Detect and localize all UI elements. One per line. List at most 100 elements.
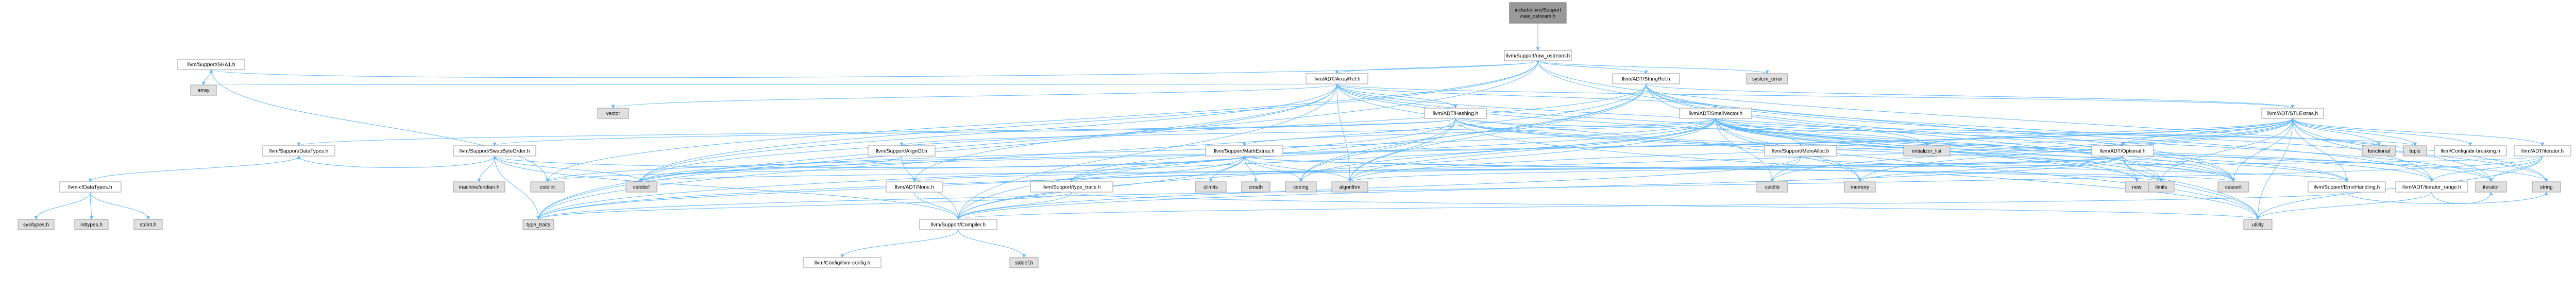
edge-arrayref-to-algorithm (1336, 83, 1352, 182)
node-label: llvm/Support/Compiler.h (931, 222, 986, 228)
node-box (1746, 73, 1788, 84)
edge-mathextras-to-algorithm (1244, 156, 1352, 182)
node-box (1195, 181, 1227, 193)
graph-node-errorhandling[interactable]: llvm/Support/ErrorHandling.h (2308, 181, 2386, 193)
node-box (1756, 181, 1788, 193)
node-label: sys/types.h (23, 222, 49, 228)
edge-datatypes-to-cdatatypes (88, 156, 299, 182)
node-label: string (2540, 185, 2552, 191)
graph-node-alignof[interactable]: llvm/Support/AlignOf.h (868, 145, 936, 157)
node-box (1205, 145, 1283, 157)
node-box (453, 181, 505, 193)
edge-stlextras-to-tuple (2292, 118, 2417, 146)
node-label: cstring (1293, 185, 1308, 191)
edge-none-to-compiler (914, 192, 960, 220)
graph-node-arrayref[interactable]: llvm/ADT/ArrayRef.h (1306, 73, 1368, 84)
edge-arrayref-to-stlextras (1336, 83, 2294, 109)
edge-stringref-to-utility (1646, 83, 2260, 220)
edge-stringref-to-cstddef (639, 83, 1647, 182)
graph-node-stlextras[interactable]: llvm/ADT/STLExtras.h (2261, 108, 2324, 119)
node-box (530, 181, 565, 193)
node-box (1764, 145, 1837, 157)
node-label: cstddef (633, 185, 650, 191)
node-box (2362, 145, 2396, 157)
node-box (2308, 181, 2386, 193)
edge-swapbyteorder-to-datatypes (297, 156, 495, 168)
node-label: llvm/Support/DataTypes.h (269, 149, 329, 154)
node-label: llvm/Config/llvm-config.h (815, 261, 870, 266)
node-label: llvm/ADT/ArrayRef.h (1313, 77, 1360, 82)
graph-node-hashing[interactable]: llvm/ADT/Hashing.h (1424, 108, 1487, 119)
edge-hashing-to-utility (1455, 118, 2260, 220)
graph-node-smallvector[interactable]: llvm/ADT/SmallVector.h (1679, 108, 1752, 119)
graph-node-memalloc[interactable]: llvm/Support/MemAlloc.h (1764, 145, 1837, 157)
graph-node-cstring: cstring (1285, 181, 1317, 193)
graph-node-root[interactable]: include/llvm/Support/raw_ostream.h (1509, 2, 1567, 24)
edge-stringref-to-stlextras (1646, 83, 2295, 109)
edge-stlextras-to-functional (2292, 118, 2381, 146)
graph-node-none[interactable]: llvm/ADT/None.h (886, 181, 943, 193)
graph-node-optional[interactable]: llvm/ADT/Optional.h (2091, 145, 2154, 157)
node-label: cassert (2225, 185, 2242, 191)
edge-adtiterator-to-iteratorrange (2430, 156, 2543, 182)
graph-node-stdint: stdint.h (133, 219, 163, 230)
node-box (133, 219, 163, 230)
node-label: /raw_ostream.h (1520, 14, 1556, 20)
node-label: machine/endian.h (459, 185, 500, 191)
edge-raw_ostream-to-cassert (1537, 60, 2235, 182)
graph-node-compiler[interactable]: llvm/Support/Compiler.h (919, 219, 997, 230)
graph-node-typetraits[interactable]: llvm/Support/type_traits.h (1030, 181, 1113, 193)
graph-node-cassert: cassert (2217, 181, 2249, 193)
node-label: llvm/Config/abi-breaking.h (2441, 149, 2500, 154)
graph-node-stringref[interactable]: llvm/ADT/StringRef.h (1612, 73, 1680, 84)
node-box (1844, 181, 1876, 193)
graph-node-cdatatypes[interactable]: llvm-c/DataTypes.h (59, 181, 122, 193)
node-label: cstdint (540, 185, 555, 191)
graph-node-configabi[interactable]: llvm/Config/abi-breaking.h (2434, 145, 2507, 157)
graph-node-adtiterator[interactable]: llvm/ADT/iterator.h (2514, 145, 2571, 157)
edge-cdatatypes-to-inttypes (89, 192, 93, 220)
node-box (625, 181, 657, 193)
edge-errorhandling-to-compiler (957, 192, 2347, 220)
edge-stlextras-to-adtiterator (2292, 118, 2545, 146)
graph-node-iteratorrange[interactable]: llvm/ADT/iterator_range.h (2395, 181, 2468, 193)
edge-smallvector-to-cassert (1715, 118, 2235, 182)
edge-stlextras-to-optional (2121, 118, 2293, 146)
node-box (59, 181, 122, 193)
graph-node-datatypes[interactable]: llvm/Support/DataTypes.h (262, 145, 335, 157)
edge-stlextras-to-limits (2159, 118, 2293, 182)
edge-memalloc-to-compiler (956, 156, 1801, 220)
edge-stlextras-to-cassert (2231, 118, 2293, 182)
node-box (1509, 2, 1567, 24)
node-label: llvm/ADT/Hashing.h (1433, 111, 1478, 117)
node-box (919, 219, 997, 230)
edge-iteratorrange-to-utility (2256, 192, 2432, 220)
node-label: system_error (1752, 77, 1783, 82)
node-box (522, 219, 554, 230)
edge-stlextras-to-cstdint (546, 118, 2293, 182)
graph-node-raw_ostream[interactable]: llvm/Support/raw_ostream.h (1504, 50, 1572, 61)
node-box (1903, 145, 1951, 157)
graph-node-algorithm: algorithm (1331, 181, 1368, 193)
edge-compiler-to-llvmconfig (840, 229, 959, 258)
edge-optional-to-none (913, 156, 2123, 182)
node-box (1612, 73, 1680, 84)
edge-raw_ostream-to-system_error (1537, 60, 1769, 74)
node-box (2403, 145, 2427, 157)
graph-node-inttypes: inttypes.h (74, 219, 109, 230)
node-label: llvm/Support/AlignOf.h (876, 149, 927, 154)
node-label: llvm/Support/MemAlloc.h (1772, 149, 1829, 154)
edge-smallvector-to-initializer_list (1715, 118, 1929, 146)
edge-stringref-to-cassert (1646, 83, 2235, 182)
graph-node-llvmconfig[interactable]: llvm/Config/llvm-config.h (803, 257, 882, 268)
node-box (2475, 181, 2507, 193)
node-box (2091, 145, 2154, 157)
edge-swapbyteorder-to-machine_endian (477, 156, 495, 182)
node-box (1424, 108, 1487, 119)
edge-stlextras-to-type_traits (536, 118, 2293, 220)
edge-errorhandling-to-string (2346, 192, 2548, 204)
node-box (2514, 145, 2571, 157)
graph-node-mathextras[interactable]: llvm/Support/MathExtras.h (1205, 145, 1283, 157)
graph-node-sha1[interactable]: llvm/Support/SHA1.h (177, 59, 245, 70)
graph-node-swapbyteorder[interactable]: llvm/Support/SwapByteOrder.h (453, 145, 536, 157)
